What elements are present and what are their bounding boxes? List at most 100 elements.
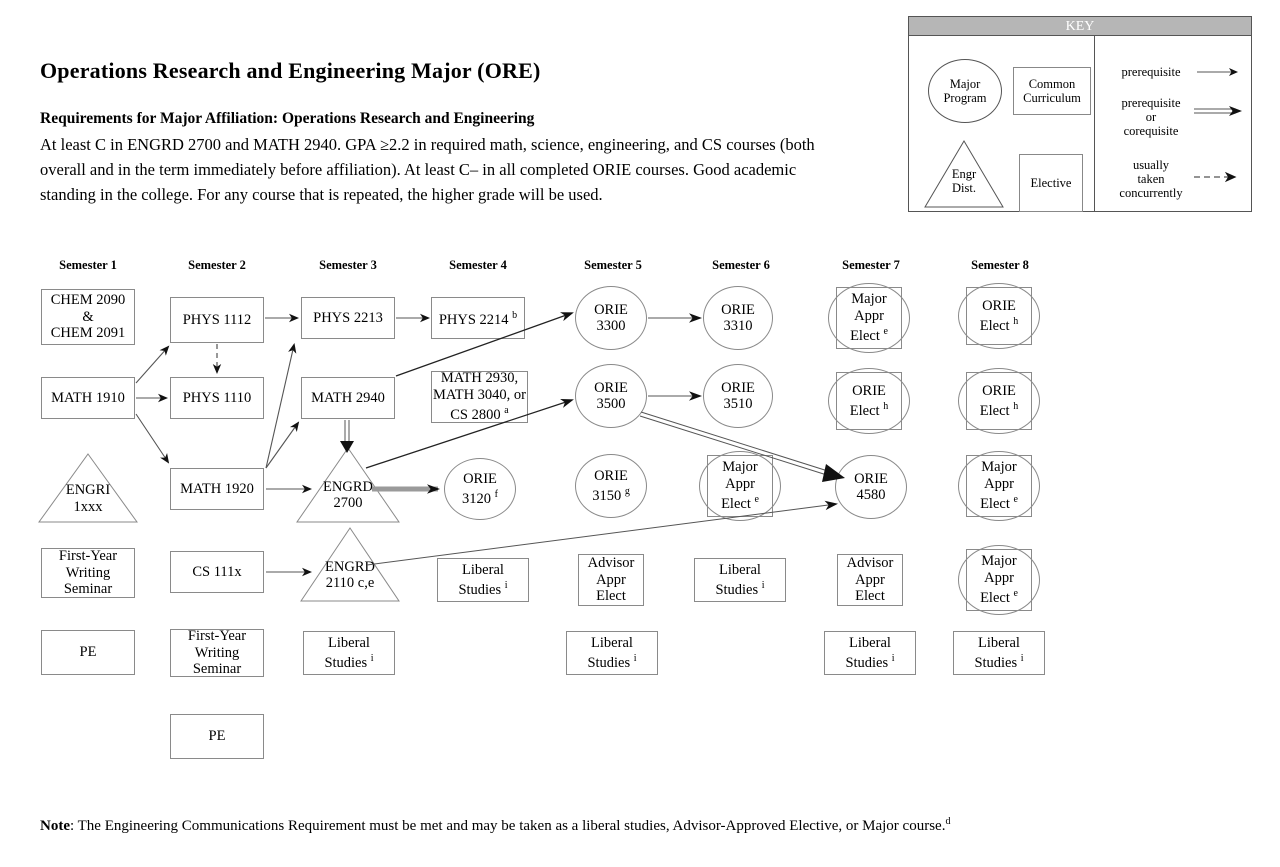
- node-label-phys1112: PHYS 1112: [182, 311, 252, 328]
- node-phys1112[interactable]: PHYS 1112: [170, 297, 264, 343]
- footer-note-prefix: Note: [40, 818, 70, 834]
- node-label-phys1110: PHYS 1110: [182, 389, 252, 406]
- footer-note: Note: The Engineering Communications Req…: [40, 816, 950, 835]
- semester-header-1: Semester 1: [59, 258, 117, 272]
- node-phys2214[interactable]: PHYS 2214 b: [431, 297, 525, 339]
- node-label-pe2: PE: [208, 728, 226, 745]
- node-phys2213[interactable]: PHYS 2213: [301, 297, 395, 339]
- key-elective-label: Elective: [1030, 176, 1072, 190]
- node-math1910[interactable]: MATH 1910: [41, 377, 135, 419]
- node-pe1[interactable]: PE: [41, 630, 135, 675]
- semester-header-4: Semester 4: [449, 258, 507, 272]
- key-legend-label-0: prerequisite: [1121, 65, 1181, 79]
- node-label-pe1: PE: [79, 644, 97, 661]
- node-label-math1920: MATH 1920: [180, 480, 254, 497]
- node-chem2090[interactable]: CHEM 2090&CHEM 2091: [41, 289, 135, 345]
- key-elective-shape: Elective: [1019, 154, 1083, 212]
- semester-header-2: Semester 2: [188, 258, 246, 272]
- node-label-math1910: MATH 1910: [51, 389, 125, 406]
- key-title: KEY: [909, 17, 1251, 36]
- requirements-body: At least C in ENGRD 2700 and MATH 2940. …: [40, 135, 815, 204]
- key-legend-arrows: [1194, 68, 1242, 183]
- semester-header-7: Semester 7: [842, 258, 900, 272]
- node-cs111x[interactable]: CS 111x: [170, 551, 264, 593]
- footer-note-sup: d: [945, 816, 951, 827]
- triangle-icon: [296, 447, 400, 523]
- node-label-chem2090: CHEM 2090&CHEM 2091: [50, 292, 126, 342]
- footer-note-text: : The Engineering Communications Require…: [70, 818, 946, 834]
- semester-header-8: Semester 8: [971, 258, 1029, 272]
- node-pe2[interactable]: PE: [170, 714, 264, 759]
- node-label-math2940: MATH 2940: [311, 389, 385, 406]
- page-title: Operations Research and Engineering Majo…: [40, 58, 541, 83]
- node-math1920[interactable]: MATH 1920: [170, 468, 264, 510]
- node-phys1110[interactable]: PHYS 1110: [170, 377, 264, 419]
- node-math2940[interactable]: MATH 2940: [301, 377, 395, 419]
- semester-header-3: Semester 3: [319, 258, 377, 272]
- node-label-cs111x: CS 111x: [192, 563, 242, 580]
- semester-header-6: Semester 6: [712, 258, 770, 272]
